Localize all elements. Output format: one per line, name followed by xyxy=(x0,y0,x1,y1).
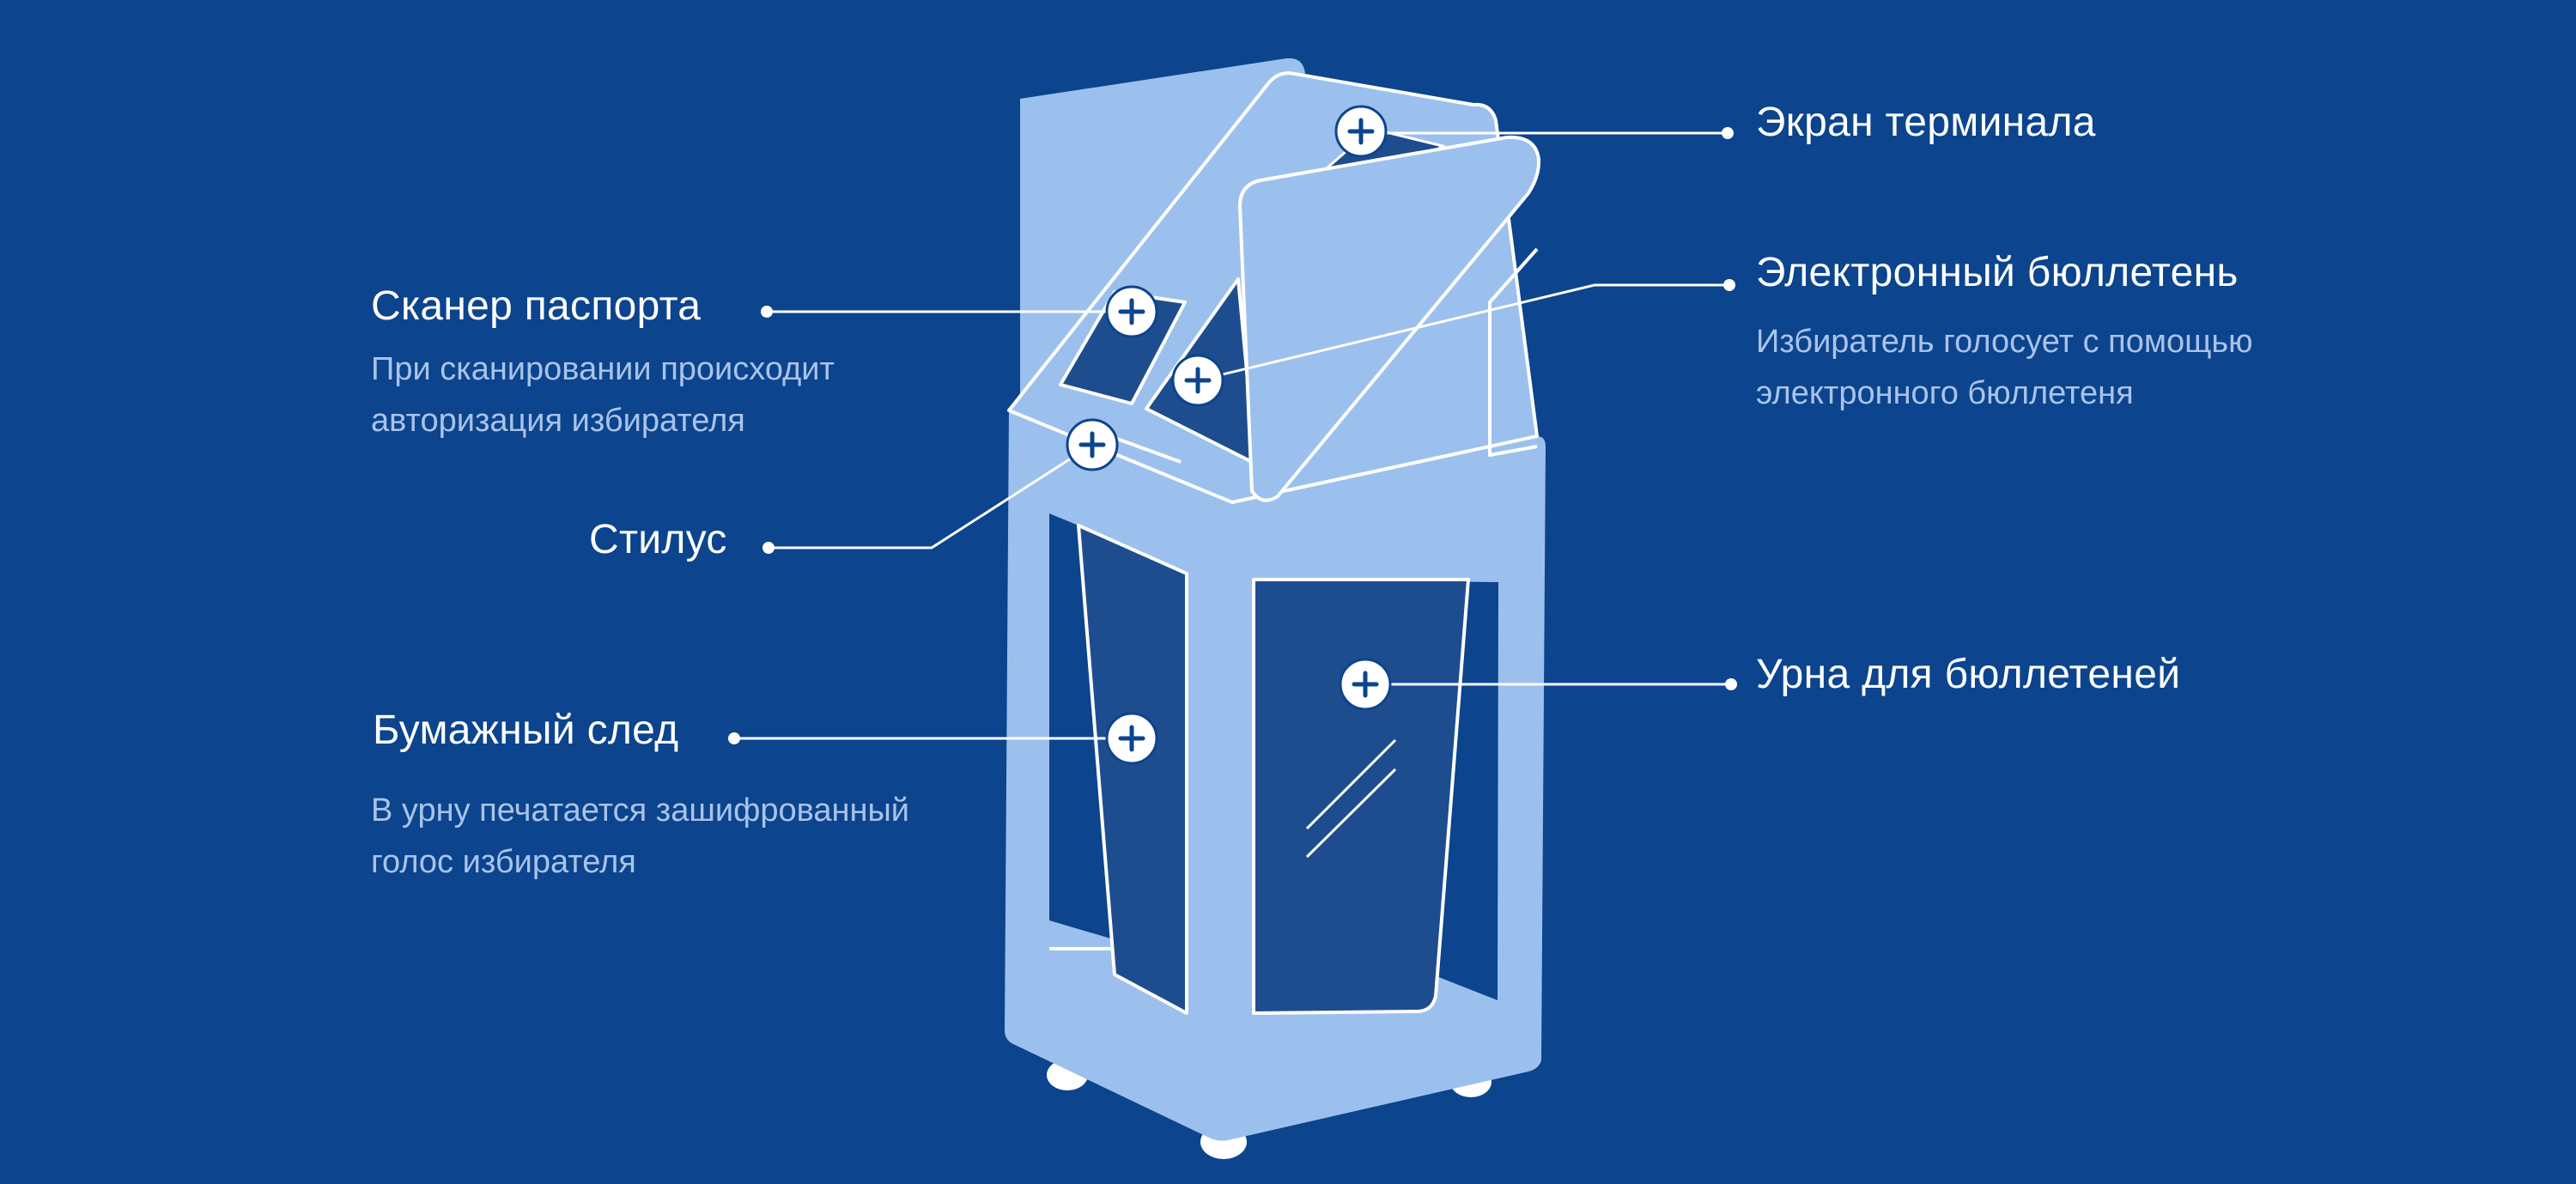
paper-trail-panel xyxy=(1077,524,1188,1015)
label-ballot: Электронный бюллетень xyxy=(1756,250,2239,295)
label-scanner: Сканер паспорта xyxy=(371,283,702,329)
hotspot-stylus[interactable] xyxy=(1066,418,1119,471)
terminal-privacy-flap xyxy=(1238,135,1541,502)
leader-dot-stylus xyxy=(762,542,775,554)
desc-scanner-line1: При сканировании происходит xyxy=(371,351,835,387)
desc-paper-trail-line2: голос избирателя xyxy=(371,844,636,880)
hotspot-scanner[interactable] xyxy=(1105,285,1158,338)
leader-dot-urn xyxy=(1725,678,1737,690)
plus-icon xyxy=(1118,725,1145,752)
label-stylus: Стилус xyxy=(589,517,727,562)
leader-lines xyxy=(734,131,1731,740)
stylus-groove xyxy=(1114,436,1182,464)
leader-dots xyxy=(728,127,1737,744)
plus-icon xyxy=(1118,298,1145,325)
desc-scanner-line2: авторизация избирателя xyxy=(371,403,745,439)
cabinet-cavity-left xyxy=(1049,513,1116,940)
plus-icon xyxy=(1347,118,1375,145)
desc-paper-trail: В урну печатается зашифрованный голос из… xyxy=(371,785,909,888)
urn-glass-glint xyxy=(1305,768,1397,859)
label-screen: Экран терминала xyxy=(1756,100,2096,145)
label-paper-trail: Бумажный след xyxy=(373,707,679,753)
urn-glass xyxy=(1252,578,1470,1015)
hotspot-urn[interactable] xyxy=(1339,658,1392,711)
desc-scanner: При сканировании происходит авторизация … xyxy=(371,343,835,446)
leader-line-stylus xyxy=(769,443,1093,549)
side-rail xyxy=(1488,247,1539,457)
desc-ballot: Избиратель голосует с помощью электронно… xyxy=(1756,316,2253,419)
label-urn: Урна для бюллетеней xyxy=(1756,652,2181,697)
hotspot-ballot[interactable] xyxy=(1171,354,1224,407)
desc-ballot-line2: электронного бюллетеня xyxy=(1756,375,2134,411)
leader-dot-paper-trail xyxy=(728,732,740,744)
plus-icon xyxy=(1184,367,1212,394)
urn-glass-glint xyxy=(1305,738,1397,830)
hotspot-paper-trail[interactable] xyxy=(1105,712,1158,765)
leader-dot-scanner xyxy=(761,306,773,318)
plus-icon xyxy=(1352,671,1379,698)
plus-icon xyxy=(1078,431,1106,458)
hotspot-screen[interactable] xyxy=(1334,105,1388,158)
desc-ballot-line1: Избиратель голосует с помощью xyxy=(1756,324,2253,360)
leader-line-ballot xyxy=(1197,283,1729,382)
desc-paper-trail-line1: В урну печатается зашифрованный xyxy=(371,792,909,829)
leader-dot-ballot xyxy=(1723,279,1735,291)
leader-dot-screen xyxy=(1722,127,1734,139)
